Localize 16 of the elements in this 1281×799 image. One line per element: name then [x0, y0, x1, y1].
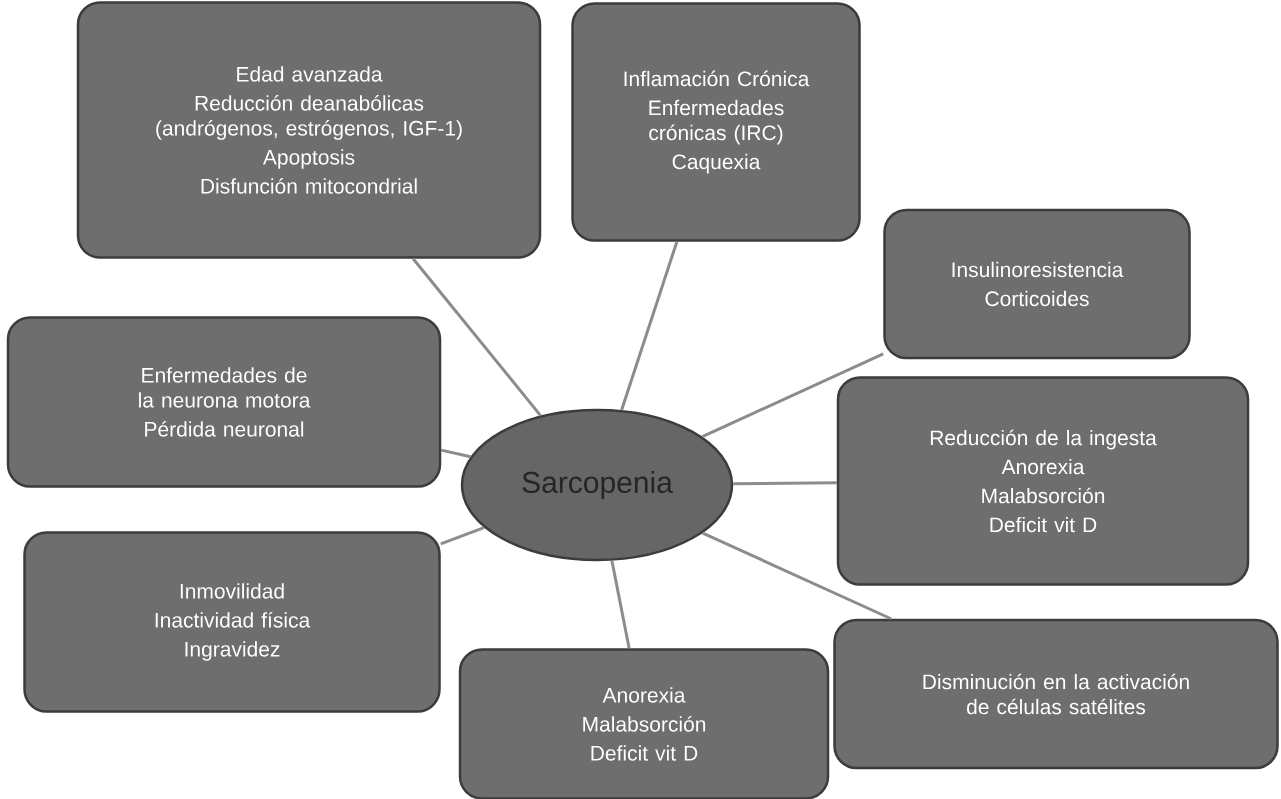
rounded-box: Enfermedades de la neurona motora Pérdida neuronal [6, 316, 442, 488]
rounded-box: Edad avanzada Reducción deanabólicas (andrógenos, estrógenos, IGF-1) Apoptosis Disfunción mitocondrial [76, 1, 542, 259]
connector-line [440, 448, 471, 459]
rounded-box: Inflamación Crónica Enfermedades crónicas (IRC) Caquexia [571, 2, 861, 242]
rounded-box: Anorexia Malabsorción Deficit vit D [458, 648, 830, 799]
connector-line [440, 526, 485, 546]
connector-line [733, 481, 837, 486]
rounded-box: Disminución en la activación de células satélites [833, 618, 1279, 770]
connector-line [701, 352, 884, 439]
rounded-box: Insulinoresistencia Corticoides [883, 208, 1191, 360]
connector-line [620, 241, 679, 411]
connector-line [610, 560, 631, 649]
connector-line [702, 531, 892, 621]
rounded-box: Inmovilidad Inactividad física Ingravidez [23, 531, 441, 713]
connector-line [411, 257, 542, 417]
rounded-box: Reducción de la ingesta Anorexia Malabsorción Deficit vit D [836, 376, 1250, 586]
